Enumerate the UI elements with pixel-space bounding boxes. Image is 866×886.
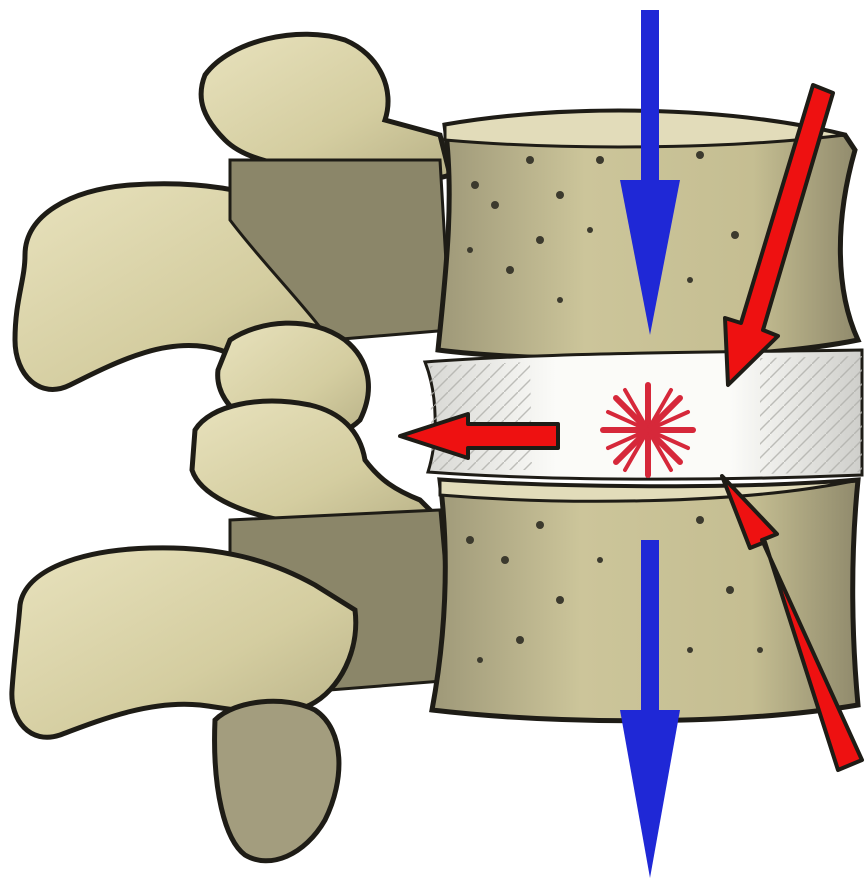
lower-vertebra-posterior bbox=[12, 401, 455, 861]
upper-vertebra-posterior bbox=[15, 34, 450, 439]
lower-inferior-articular-process bbox=[215, 701, 339, 861]
burst-icon bbox=[603, 385, 693, 475]
lower-superior-articular-process bbox=[192, 401, 440, 527]
intervertebral-disc bbox=[425, 350, 862, 479]
